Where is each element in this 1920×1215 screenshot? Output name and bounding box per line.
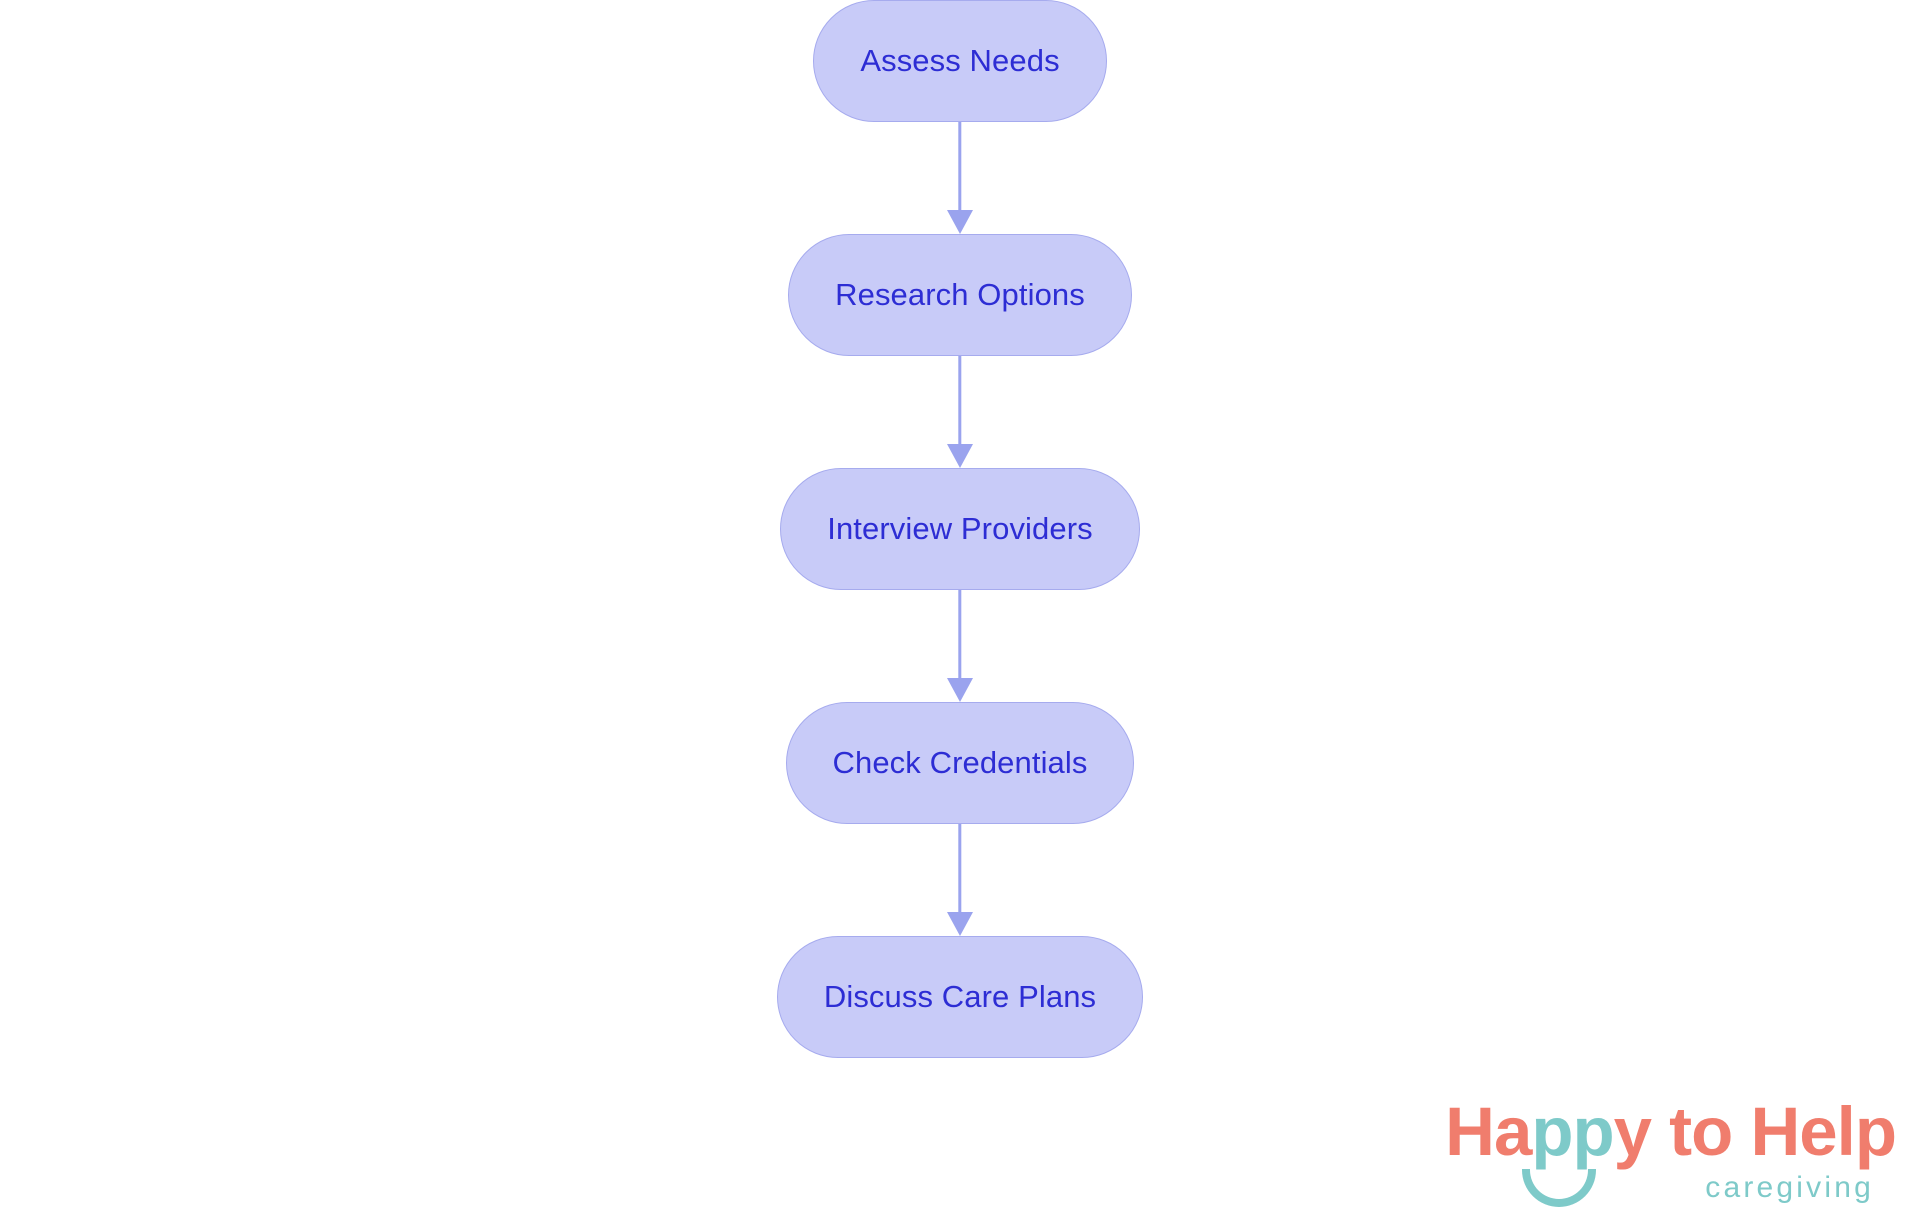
flow-node-label: Research Options: [835, 277, 1085, 312]
flow-arrowhead-icon: [947, 444, 973, 468]
flow-arrow-line: [958, 824, 962, 914]
flow-node-research-options[interactable]: Research Options: [788, 234, 1132, 356]
flow-node-discuss-care-plans[interactable]: Discuss Care Plans: [776, 936, 1144, 1058]
flow-node-interview-providers[interactable]: Interview Providers: [780, 468, 1140, 590]
flow-arrow-line: [958, 122, 962, 212]
flow-node-label: Interview Providers: [827, 511, 1093, 546]
flow-arrow-line: [958, 356, 962, 446]
brand-tagline: caregiving: [1705, 1171, 1874, 1204]
flow-arrow-2: [940, 356, 980, 468]
flow-node-check-credentials[interactable]: Check Credentials: [785, 702, 1135, 824]
flowchart-node-column: Assess Needs Research Options Interview …: [776, 0, 1144, 1058]
brand-word-part-1: Ha: [1445, 1093, 1532, 1170]
flow-arrowhead-icon: [947, 678, 973, 702]
flow-arrowhead-icon: [947, 912, 973, 936]
flow-node-label: Check Credentials: [832, 745, 1088, 780]
flow-arrowhead-icon: [947, 210, 973, 234]
flow-node-label: Assess Needs: [860, 43, 1060, 78]
flow-arrow-line: [958, 590, 962, 680]
smile-arc-icon: [1522, 1169, 1596, 1207]
flow-node-assess-needs[interactable]: Assess Needs: [813, 0, 1107, 122]
flow-arrow-3: [940, 590, 980, 702]
brand-logo: Happy to Help caregiving: [1426, 1097, 1897, 1207]
brand-word-part-3: y to Help: [1613, 1093, 1897, 1170]
flow-node-label: Discuss Care Plans: [823, 979, 1097, 1014]
flow-arrow-4: [940, 824, 980, 936]
brand-word-part-2: pp: [1531, 1093, 1614, 1170]
brand-wordmark: Happy to Help: [1445, 1097, 1897, 1166]
flow-arrow-1: [940, 122, 980, 234]
